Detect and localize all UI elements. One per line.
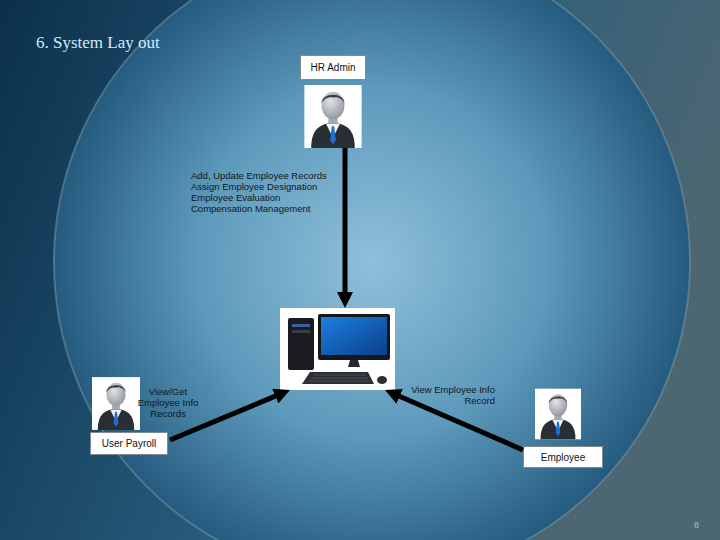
flow-arrow <box>396 395 523 450</box>
background-arc <box>54 0 690 540</box>
drive-bay <box>292 324 310 327</box>
actor-node: Employee <box>523 388 603 468</box>
icon-background <box>535 389 581 440</box>
name-label: HR Admin <box>300 55 366 80</box>
monitor <box>318 314 390 360</box>
background-glow <box>54 0 690 540</box>
head <box>549 394 567 416</box>
flow-label: Add, Update Employee Records Assign Empl… <box>191 170 336 214</box>
drive-bay <box>292 330 310 333</box>
page-number: 8 <box>694 520 699 530</box>
monitor-stand <box>348 360 360 367</box>
head <box>322 92 345 119</box>
actor-node: HR Admin <box>300 55 366 148</box>
name-label: User Payroll <box>90 432 168 455</box>
mouse <box>377 376 387 384</box>
hair <box>106 385 125 392</box>
keyboard <box>302 372 374 384</box>
flow-label: View/Get Employee Info Records <box>128 386 208 419</box>
icon-background <box>280 308 395 390</box>
flow-label: View Employee Info Record <box>400 384 495 406</box>
suit <box>311 123 355 148</box>
person-icon <box>535 388 581 440</box>
person-icon <box>92 377 140 430</box>
flow-arrow <box>342 148 347 296</box>
screen <box>321 317 387 355</box>
head <box>106 383 125 406</box>
name-label: Employee <box>523 446 603 468</box>
tie <box>114 412 119 427</box>
hair <box>322 95 345 104</box>
suit <box>541 419 576 439</box>
computer-icon <box>280 308 395 390</box>
slide-title: 6. System Lay out <box>36 33 160 53</box>
computer-node <box>280 308 395 390</box>
tower <box>288 318 314 370</box>
keyboard-keys <box>309 375 370 381</box>
suit <box>98 409 134 430</box>
tie <box>330 126 336 144</box>
hair <box>549 397 567 404</box>
icon-background <box>304 85 361 148</box>
tie <box>556 422 561 437</box>
person-icon <box>300 85 366 148</box>
icon-background <box>92 377 140 430</box>
